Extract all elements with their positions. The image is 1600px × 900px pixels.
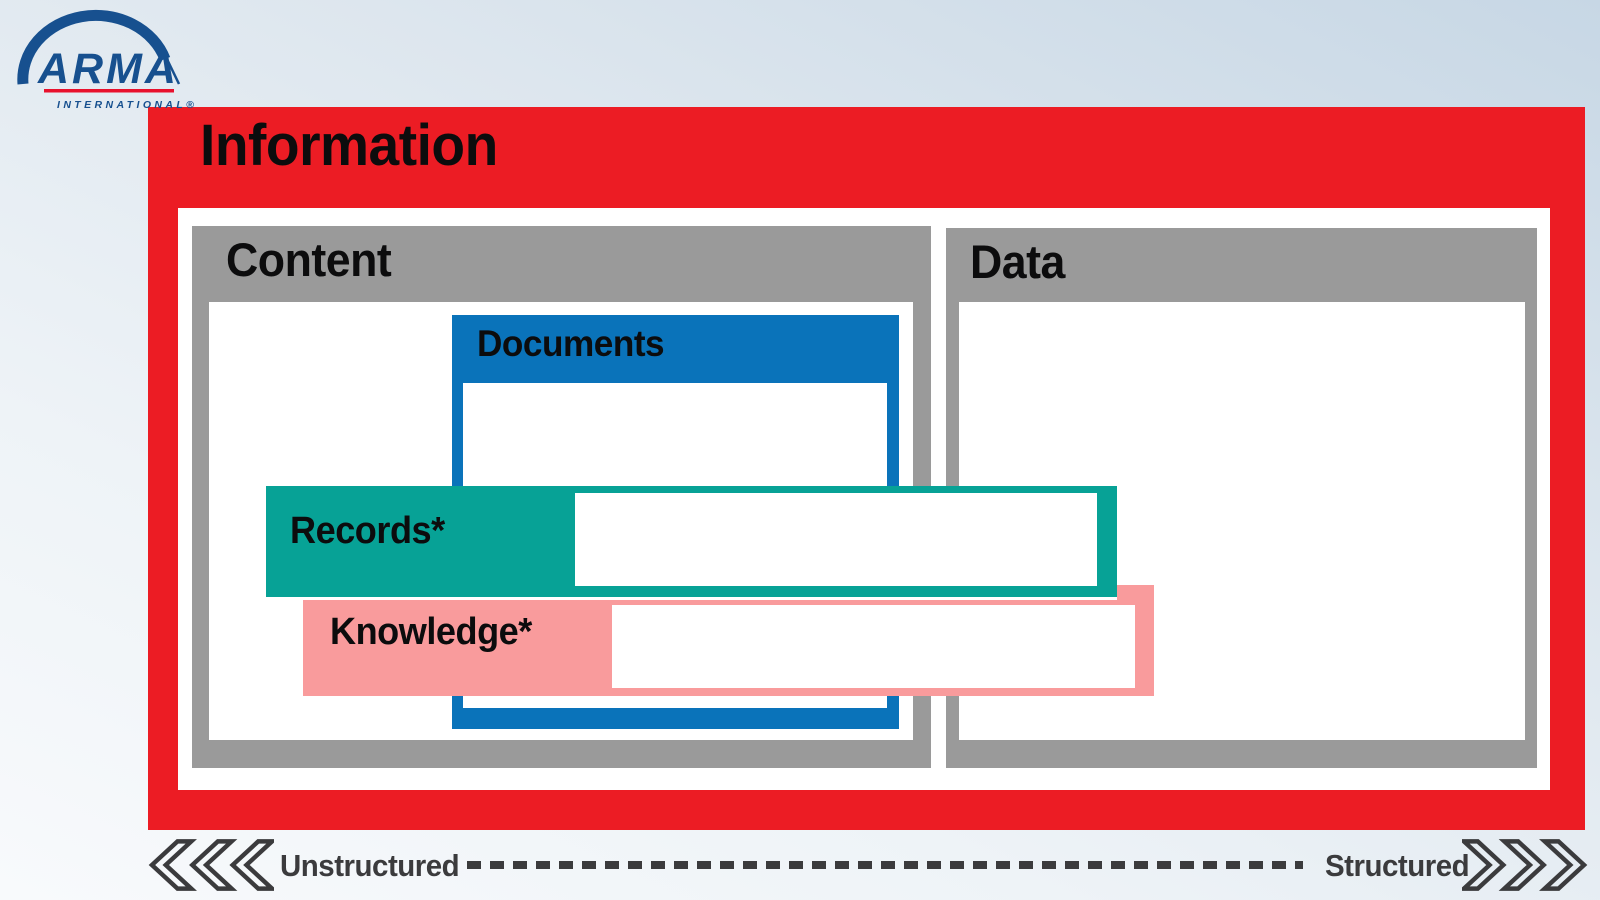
unstructured-chevrons-icon [148, 839, 274, 891]
arma-logo: ARMA INTERNATIONAL® [17, 9, 197, 111]
data-title: Data [970, 235, 1065, 288]
knowledge-title: Knowledge* [330, 611, 532, 653]
structured-label: Structured [1325, 848, 1470, 883]
unstructured-label: Unstructured [280, 848, 460, 883]
logo-arch [17, 9, 171, 85]
documents-title: Documents [477, 323, 665, 364]
logo-wordmark: ARMA [37, 45, 179, 93]
logo-arch-tail [163, 54, 181, 85]
records-title: Records* [290, 510, 445, 552]
logo-underline [44, 89, 174, 93]
content-title: Content [226, 233, 392, 286]
logo-subtitle: INTERNATIONAL® [57, 99, 197, 111]
knowledge-inner-area [612, 605, 1135, 688]
records-inner-area [575, 493, 1097, 586]
information-title: Information [200, 113, 498, 178]
structured-chevrons-icon [1462, 839, 1588, 891]
spectrum-dashed-line [467, 861, 1303, 869]
